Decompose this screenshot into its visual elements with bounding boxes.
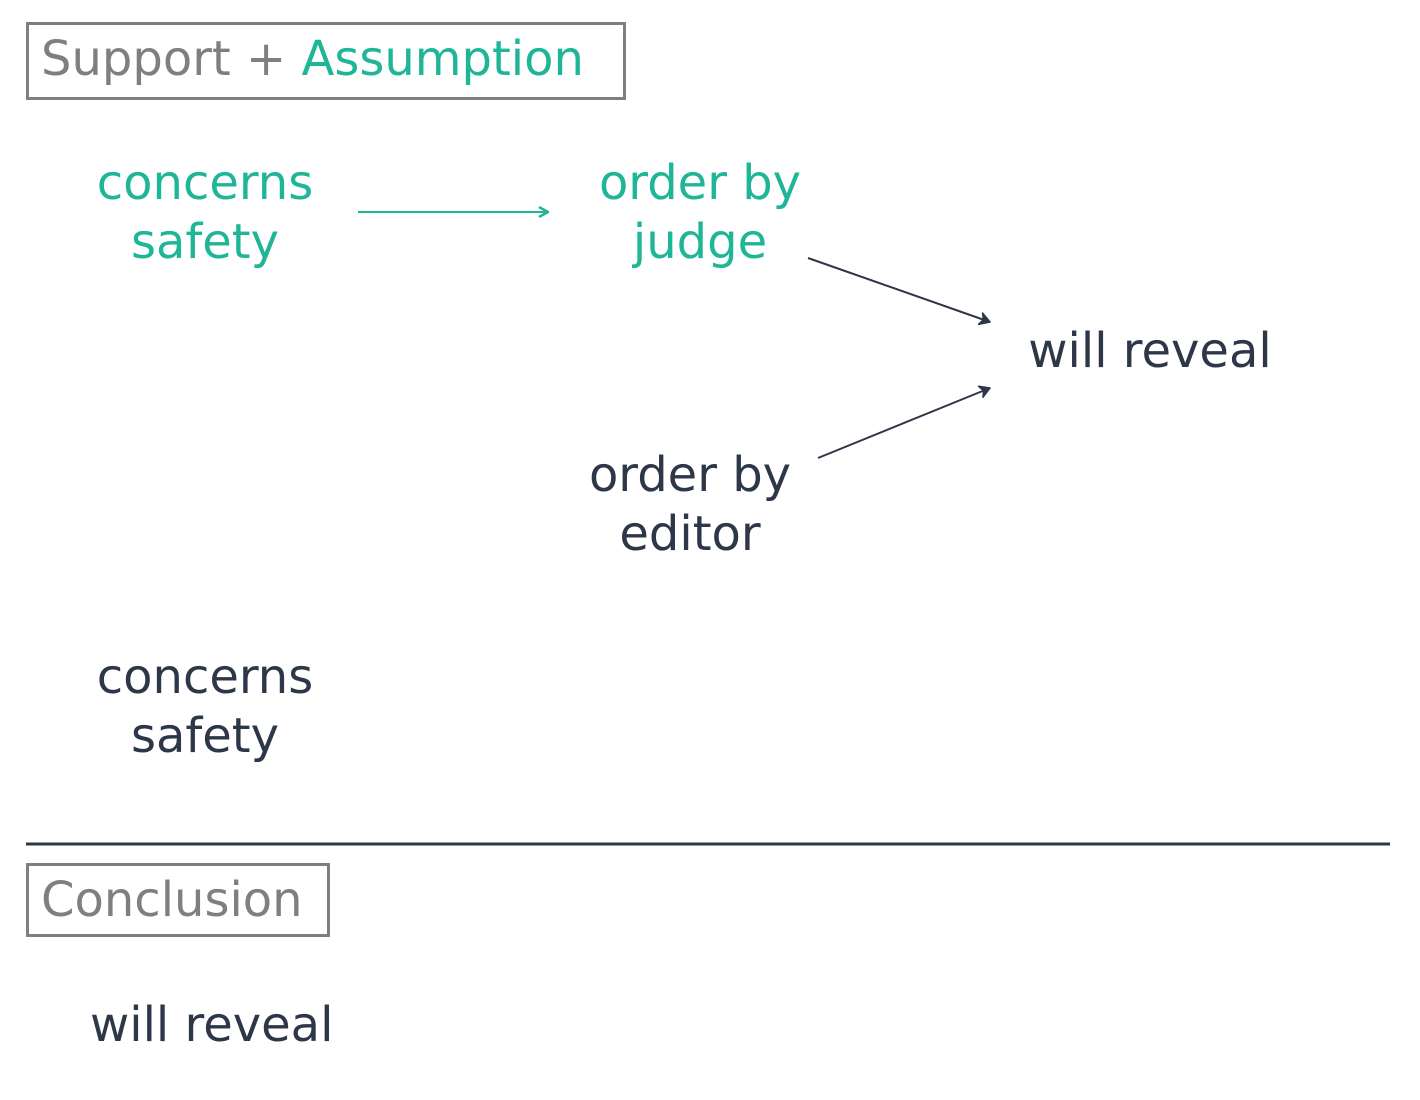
conclusion-label: Conclusion: [41, 872, 303, 928]
node-text-line: judge: [632, 214, 768, 270]
support-assumption-box: Support + Assumption: [26, 22, 626, 100]
conclusion-box: Conclusion: [26, 863, 330, 937]
node-text-line: will reveal: [1028, 323, 1272, 379]
node-will-reveal: will reveal: [1000, 322, 1300, 381]
node-order-by-judge: order by judge: [560, 154, 840, 272]
node-order-by-editor: order by editor: [560, 446, 820, 564]
conclusion-text-line: will reveal: [90, 997, 334, 1053]
conclusion-text: will reveal: [60, 996, 380, 1055]
node-text-line: order by: [598, 155, 802, 211]
node-concerns-safety-assumption: concerns safety: [60, 154, 350, 272]
support-label: Support +: [41, 31, 302, 87]
node-concerns-safety-support: concerns safety: [60, 648, 350, 766]
arrow-editor-to-reveal: [817, 385, 991, 459]
node-text-line: safety: [130, 708, 280, 764]
node-text-line: concerns: [96, 155, 314, 211]
assumption-label: Assumption: [301, 31, 584, 87]
node-text-line: safety: [130, 214, 280, 270]
node-text-line: editor: [619, 506, 761, 562]
node-text-line: order by: [588, 447, 792, 503]
node-text-line: concerns: [96, 649, 314, 705]
